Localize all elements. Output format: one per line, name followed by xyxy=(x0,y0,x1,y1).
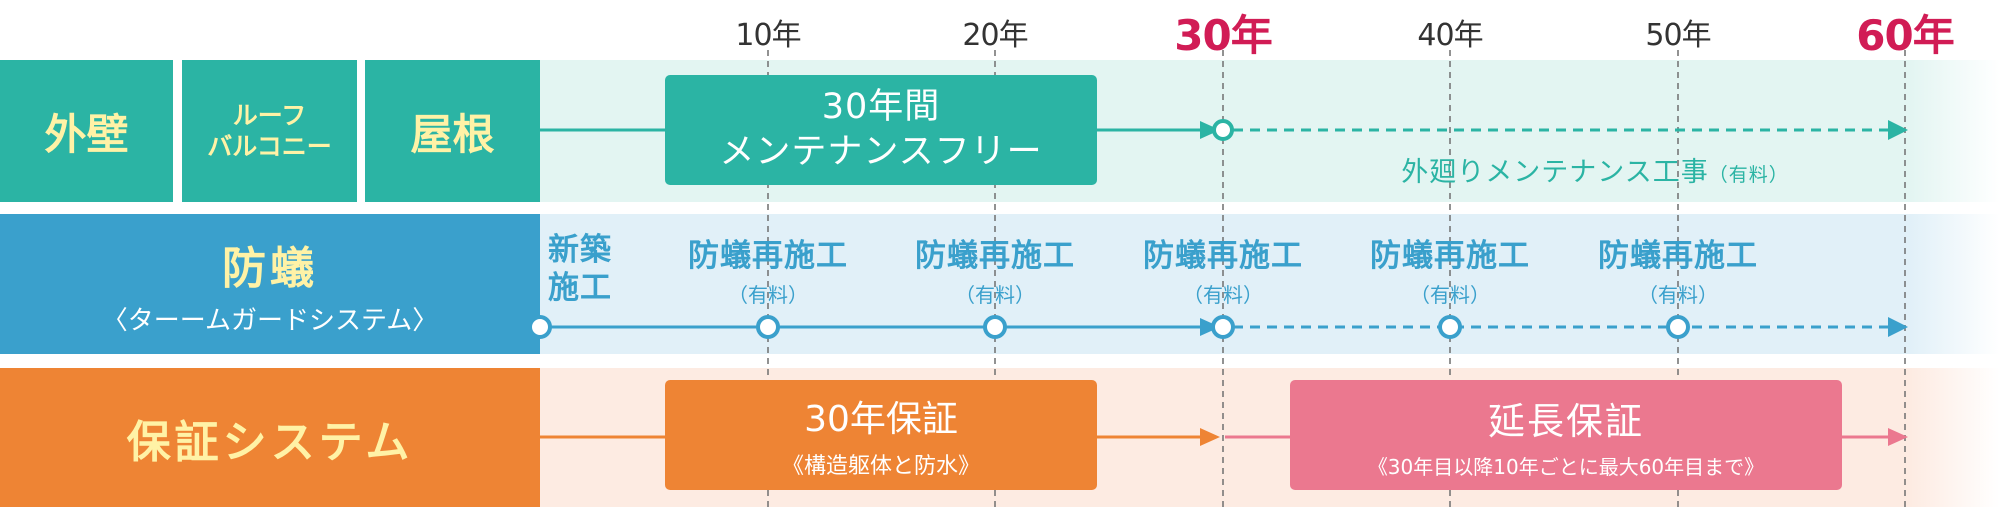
termite-treatment-50: 防蟻再施工 （有料） xyxy=(1573,230,1783,308)
warranty-label-bg xyxy=(0,368,540,507)
exterior-roof-balcony-label: ルーフ バルコニー xyxy=(207,100,332,161)
termite-initial-label: 新築 施工 xyxy=(548,232,612,306)
exterior-wall-label: 外壁 xyxy=(44,109,129,159)
warranty-extension-subtitle: 《30年目以降10年ごとに最大60年目まで》 xyxy=(1367,454,1765,479)
termite-treatment-50-title: 防蟻再施工 xyxy=(1598,238,1758,274)
warranty-arrowhead-60 xyxy=(1888,428,1908,446)
tick-60-label: 60年 xyxy=(1856,11,1954,60)
termite-treatment-50-sub: （有料） xyxy=(1638,283,1718,307)
tick-20-label: 20年 xyxy=(962,18,1028,53)
termite-subtitle: 〈ターームガードシステム〉 xyxy=(101,305,439,336)
warranty-30-subtitle: 《構造躯体と防水》 xyxy=(781,454,980,479)
exterior-cell-roof-bg xyxy=(365,60,540,202)
warranty-30-title: 30年保証 xyxy=(804,399,958,440)
termite-node-30 xyxy=(1211,315,1235,339)
warranty-30-box: 30年保証 《構造躯体と防水》 xyxy=(665,380,1097,490)
termite-node-10 xyxy=(756,315,780,339)
tick-40-label: 40年 xyxy=(1417,18,1483,53)
termite-arrowhead-30 xyxy=(1200,318,1220,336)
termite-node-20 xyxy=(983,315,1007,339)
exterior-maintenance-note-main: 外廻りメンテナンス工事 xyxy=(1401,157,1709,188)
termite-node-50 xyxy=(1666,315,1690,339)
warranty-category-title: 保証システム xyxy=(126,416,414,468)
exterior-arrowhead-30 xyxy=(1200,121,1220,139)
warranty-extension-title: 延長保証 xyxy=(1488,399,1644,443)
termite-treatment-20-sub: （有料） xyxy=(955,283,1035,307)
warranty-extension-box: 延長保証 《30年目以降10年ごとに最大60年目まで》 xyxy=(1290,380,1842,490)
exterior-node-30 xyxy=(1212,119,1234,141)
exterior-band-fade xyxy=(1910,60,2000,202)
termite-title: 防蟻 xyxy=(222,242,318,294)
maintenance-free-box-bg xyxy=(665,75,1097,185)
termite-arrowhead-60 xyxy=(1888,317,1908,337)
termite-treatment-20-title: 防蟻再施工 xyxy=(915,238,1075,274)
termite-treatment-30-sub: （有料） xyxy=(1183,283,1263,307)
tick-30-label: 30年 xyxy=(1174,11,1272,60)
exterior-cell-balcony-bg xyxy=(182,60,357,202)
termite-treatment-40: 防蟻再施工 （有料） xyxy=(1345,230,1555,308)
warranty-band-fade xyxy=(1910,368,2000,507)
exterior-maintenance-note: 外廻りメンテナンス工事（有料） xyxy=(1335,150,1855,189)
termite-treatment-40-sub: （有料） xyxy=(1410,283,1490,307)
tick-10-label: 10年 xyxy=(735,18,801,53)
warranty-30-box-bg xyxy=(665,380,1097,490)
termite-treatment-30: 防蟻再施工 （有料） xyxy=(1118,230,1328,308)
exterior-arrowhead-60 xyxy=(1888,120,1908,140)
termite-category: 防蟻 〈ターームガードシステム〉 xyxy=(0,214,540,354)
warranty-extension-box-bg xyxy=(1290,380,1842,490)
warranty-arrowhead-30 xyxy=(1200,428,1220,446)
termite-label-bg xyxy=(0,214,540,354)
termite-treatment-40-title: 防蟻再施工 xyxy=(1370,238,1530,274)
termite-treatment-30-title: 防蟻再施工 xyxy=(1143,238,1303,274)
exterior-roof-label: 屋根 xyxy=(410,109,495,159)
exterior-maintenance-note-paid: （有料） xyxy=(1708,164,1789,186)
termite-node-0 xyxy=(528,315,552,339)
termite-treatment-10-sub: （有料） xyxy=(728,283,808,307)
tick-50-label: 50年 xyxy=(1645,18,1711,53)
termite-treatment-10: 防蟻再施工 （有料） xyxy=(663,230,873,308)
termite-treatment-10-title: 防蟻再施工 xyxy=(688,238,848,274)
termite-band-fade xyxy=(1910,214,2000,354)
exterior-cell-wall-bg xyxy=(0,60,173,202)
maintenance-free-box: 30年間 メンテナンスフリー xyxy=(719,86,1043,173)
termite-node-40 xyxy=(1438,315,1462,339)
termite-treatment-20: 防蟻再施工 （有料） xyxy=(890,230,1100,308)
